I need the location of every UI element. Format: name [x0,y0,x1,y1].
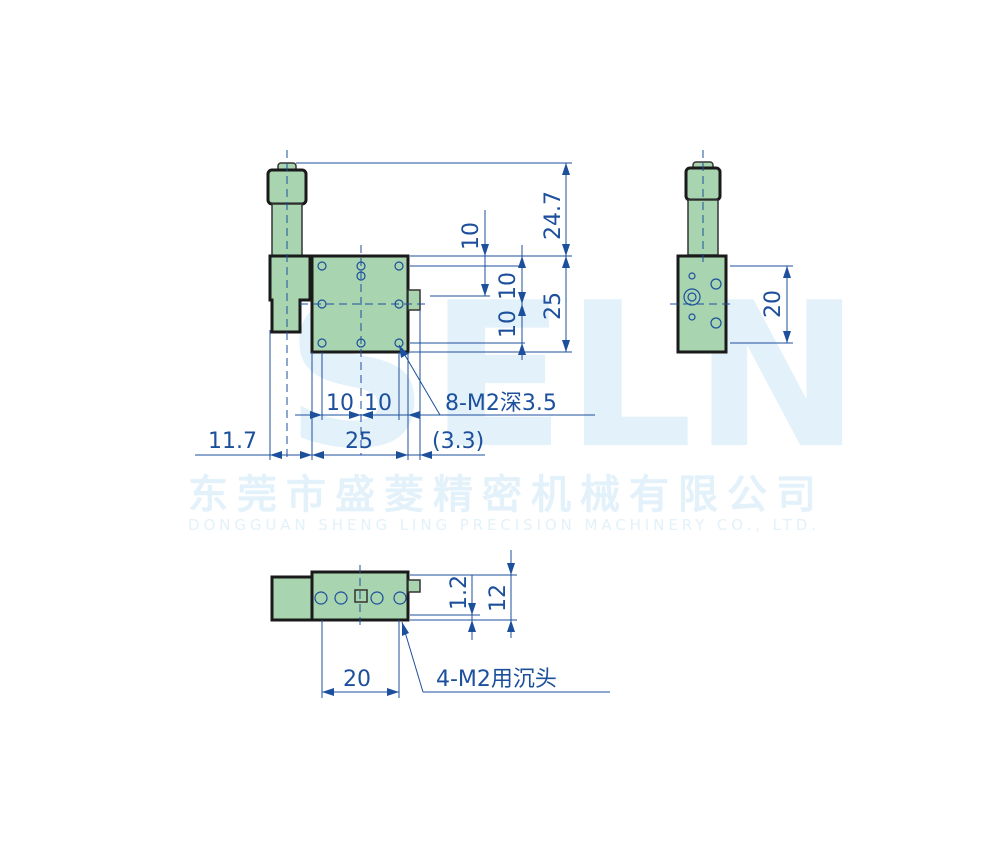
top-view: 24.7 10 10 10 25 10 10 11.7 25 (3.3) 8-M… [195,150,595,460]
dim-front-1-2: 1.2 [447,575,472,610]
dim-offset-10: 10 [459,222,484,250]
watermark-company-cn: 东莞市盛菱精密机械有限公司 [188,472,816,518]
dim-body-25: 25 [541,292,566,320]
dim-left-11-7: 11.7 [208,429,257,454]
micrometer-knurl-icon [266,168,308,206]
dim-right-3-3: (3.3) [432,429,484,454]
micrometer-bracket [268,254,312,334]
dim-side-20: 20 [761,290,786,318]
front-center-screw [354,589,368,603]
dim-front-20: 20 [343,667,371,692]
watermark: SELN 东莞市盛菱精密机械有限公司 DONGGUAN SHENG LING P… [188,260,861,534]
front-view: 12 1.2 20 4-M2用沉头 [270,550,610,698]
front-bracket [270,575,314,622]
dim-front-12: 12 [486,584,511,612]
callout-4-m2: 4-M2用沉头 [436,667,557,692]
dim-bottom-10a: 10 [326,391,354,416]
dim-pitch-10-a: 10 [496,272,521,300]
dim-bottom-10b: 10 [364,391,392,416]
front-stopper [407,579,421,593]
side-view: 20 [670,150,793,354]
stage-stopper [407,289,421,311]
dim-pitch-10-b: 10 [496,310,521,338]
callout-8-m2: 8-M2深3.5 [445,391,557,416]
dim-width-25: 25 [345,429,373,454]
dim-height-24-7: 24.7 [541,191,566,240]
watermark-company-en: DONGGUAN SHENG LING PRECISION MACHINERY … [188,516,816,534]
